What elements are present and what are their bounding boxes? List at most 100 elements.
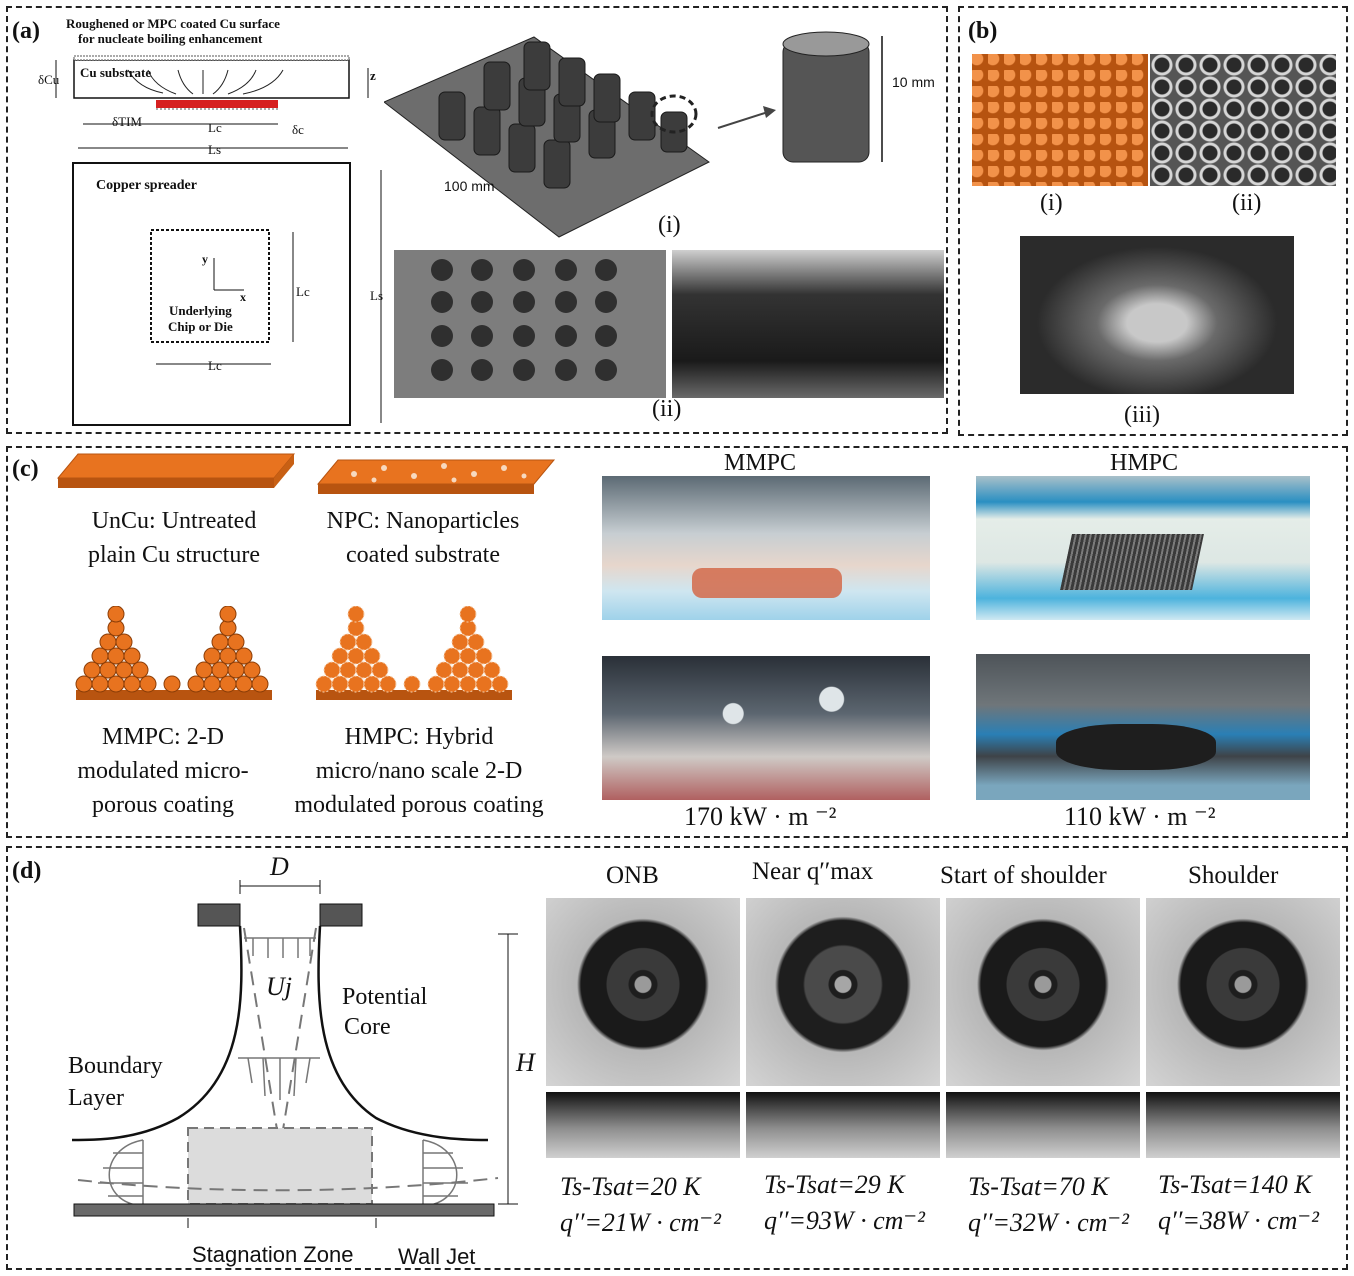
x-axis-label: x <box>240 290 246 304</box>
single-pin-render <box>717 31 883 163</box>
h-label: H <box>516 1048 535 1077</box>
hmpc-photo-low <box>976 476 1310 620</box>
frame-near-max-temp: Ts-Tsat=29 K <box>764 1170 905 1199</box>
mmpc-flux-label: 170 kW · m ⁻² <box>684 802 837 831</box>
y-axis-label: y <box>202 252 208 266</box>
pinfin-plate-render <box>384 36 710 238</box>
hmpc-pyramids <box>315 606 512 700</box>
npc-slab <box>316 459 556 494</box>
sub-b-iii: (iii) <box>1124 402 1160 428</box>
mmpc-line-3: porous coating <box>92 792 234 818</box>
panel-b-label: (b) <box>968 18 998 44</box>
mmpc-column-title: MMPC <box>724 450 797 476</box>
hmpc-photo-high <box>976 654 1310 800</box>
mmpc-pyramids <box>75 606 272 700</box>
delta-tim-label: δTIM <box>112 114 142 129</box>
cu-substrate-label: Cu substrate <box>80 65 152 80</box>
wall-jet-label: Wall Jet <box>398 1244 476 1269</box>
panel-d: (d) D Uj Potential Core <box>6 846 1348 1270</box>
npc-line-2: coated substrate <box>346 542 500 568</box>
npc-caption: NPC: Nanoparticles coated substrate <box>298 504 548 572</box>
frame-start-shoulder-top <box>946 898 1140 1086</box>
hmpc-caption: HMPC: Hybrid micro/nano scale 2-D modula… <box>260 720 578 822</box>
panel-c-label: (c) <box>12 456 39 482</box>
fiber-sem-photo <box>1020 236 1294 394</box>
chamber-photo <box>672 250 944 398</box>
underlying-line-2: Chip or Die <box>168 319 233 334</box>
mmpc-photo-low <box>602 476 930 620</box>
hmpc-column-title: HMPC <box>1110 450 1179 476</box>
boundary-line-2: Layer <box>68 1085 124 1111</box>
frame-shoulder-flux: q′′=38W · cm⁻² <box>1158 1206 1319 1235</box>
boundary-layer-label: Boundary Layer <box>68 1050 163 1114</box>
delta-cu-label: δCu <box>38 72 60 87</box>
surface-note: Roughened or MPC coated Cu surface for n… <box>66 16 280 46</box>
frame-near-max-side <box>746 1092 940 1158</box>
surface-note-line-2: for nucleate boiling enhancement <box>78 31 263 46</box>
potential-core-label: Potential Core <box>342 982 427 1042</box>
hmpc-flux-label: 110 kW · m ⁻² <box>1064 802 1216 831</box>
cross-section-schematic <box>55 55 369 149</box>
panel-a-label: (a) <box>12 18 40 44</box>
foam-sem-photo <box>1150 54 1336 186</box>
uncu-slab <box>56 453 296 488</box>
jet-schematic <box>71 880 518 1228</box>
stagnation-zone-label: Stagnation Zone <box>192 1242 354 1267</box>
delta-c-label: δc <box>292 122 304 137</box>
frame-onb-top <box>546 898 740 1086</box>
frame-start-shoulder-temp: Ts-Tsat=70 K <box>968 1172 1109 1201</box>
frame-start-shoulder-title: Start of shoulder <box>940 862 1107 889</box>
pinfin-photo <box>394 250 666 398</box>
ls-label-top: Ls <box>208 142 221 157</box>
frame-near-max-title: Near q′′max <box>752 858 874 885</box>
hmpc-line-3: modulated porous coating <box>294 792 544 818</box>
mmpc-photo-high <box>602 656 930 800</box>
hmpc-line-2: micro/nano scale 2-D <box>315 758 523 784</box>
lc-label-bottom: Lc <box>208 358 222 373</box>
d-dim-label: D <box>270 852 289 881</box>
mmpc-sample-low <box>692 568 842 598</box>
frame-shoulder-top <box>1146 898 1340 1086</box>
copper-spreader-label: Copper spreader <box>96 178 197 193</box>
surface-note-line-1: Roughened or MPC coated Cu surface <box>66 16 280 31</box>
panel-c: (c) UnCu: Untreated plain Cu structure N… <box>6 446 1348 838</box>
frame-onb-flux: q′′=21W · cm⁻² <box>560 1208 721 1237</box>
panel-a: (a) Roughened or MPC coated Cu surface f… <box>6 6 948 434</box>
underlying-line-1: Underlying <box>168 303 232 318</box>
sub-b-i: (i) <box>1040 190 1063 216</box>
dim-100mm-label: 100 mm <box>444 178 495 194</box>
hmpc-sample-low <box>1060 534 1204 590</box>
spreader-topview <box>72 162 382 426</box>
frame-onb-title: ONB <box>606 862 659 889</box>
z-axis-label: z <box>370 68 376 83</box>
lc-label-right: Lc <box>296 284 310 299</box>
frame-start-shoulder-flux: q′′=32W · cm⁻² <box>968 1208 1129 1237</box>
sub-b-ii: (ii) <box>1232 190 1262 216</box>
sub-a-i: (i) <box>658 212 681 238</box>
frame-near-max-top <box>746 898 940 1086</box>
boundary-line-1: Boundary <box>68 1053 163 1079</box>
mmpc-line-2: modulated micro- <box>77 758 249 784</box>
ls-label-right: Ls <box>370 288 383 303</box>
lc-label-top: Lc <box>208 120 222 135</box>
uncu-line-2: plain Cu structure <box>88 542 260 568</box>
mmpc-line-1: MMPC: 2-D <box>101 724 225 750</box>
hmpc-line-1: HMPC: Hybrid <box>344 724 494 750</box>
frame-shoulder-title: Shoulder <box>1188 862 1279 889</box>
npc-line-1: NPC: Nanoparticles <box>326 508 520 534</box>
hmpc-sample-high <box>1056 724 1216 770</box>
uj-label: Uj <box>266 972 292 1001</box>
frame-onb-temp: Ts-Tsat=20 K <box>560 1172 701 1201</box>
potential-line-1: Potential <box>342 984 428 1010</box>
frame-start-shoulder-side <box>946 1092 1140 1158</box>
uncu-line-1: UnCu: Untreated <box>91 508 257 534</box>
copper-foam-photo <box>972 54 1148 186</box>
potential-line-2: Core <box>344 1014 391 1040</box>
dim-10mm-label: 10 mm <box>892 74 935 90</box>
sub-a-ii: (ii) <box>652 396 682 422</box>
frame-shoulder-temp: Ts-Tsat=140 K <box>1158 1170 1312 1199</box>
frame-onb-side <box>546 1092 740 1158</box>
frame-shoulder-side <box>1146 1092 1340 1158</box>
panel-b: (b) (i) (ii) (iii) <box>958 6 1348 436</box>
uncu-caption: UnCu: Untreated plain Cu structure <box>54 504 294 572</box>
